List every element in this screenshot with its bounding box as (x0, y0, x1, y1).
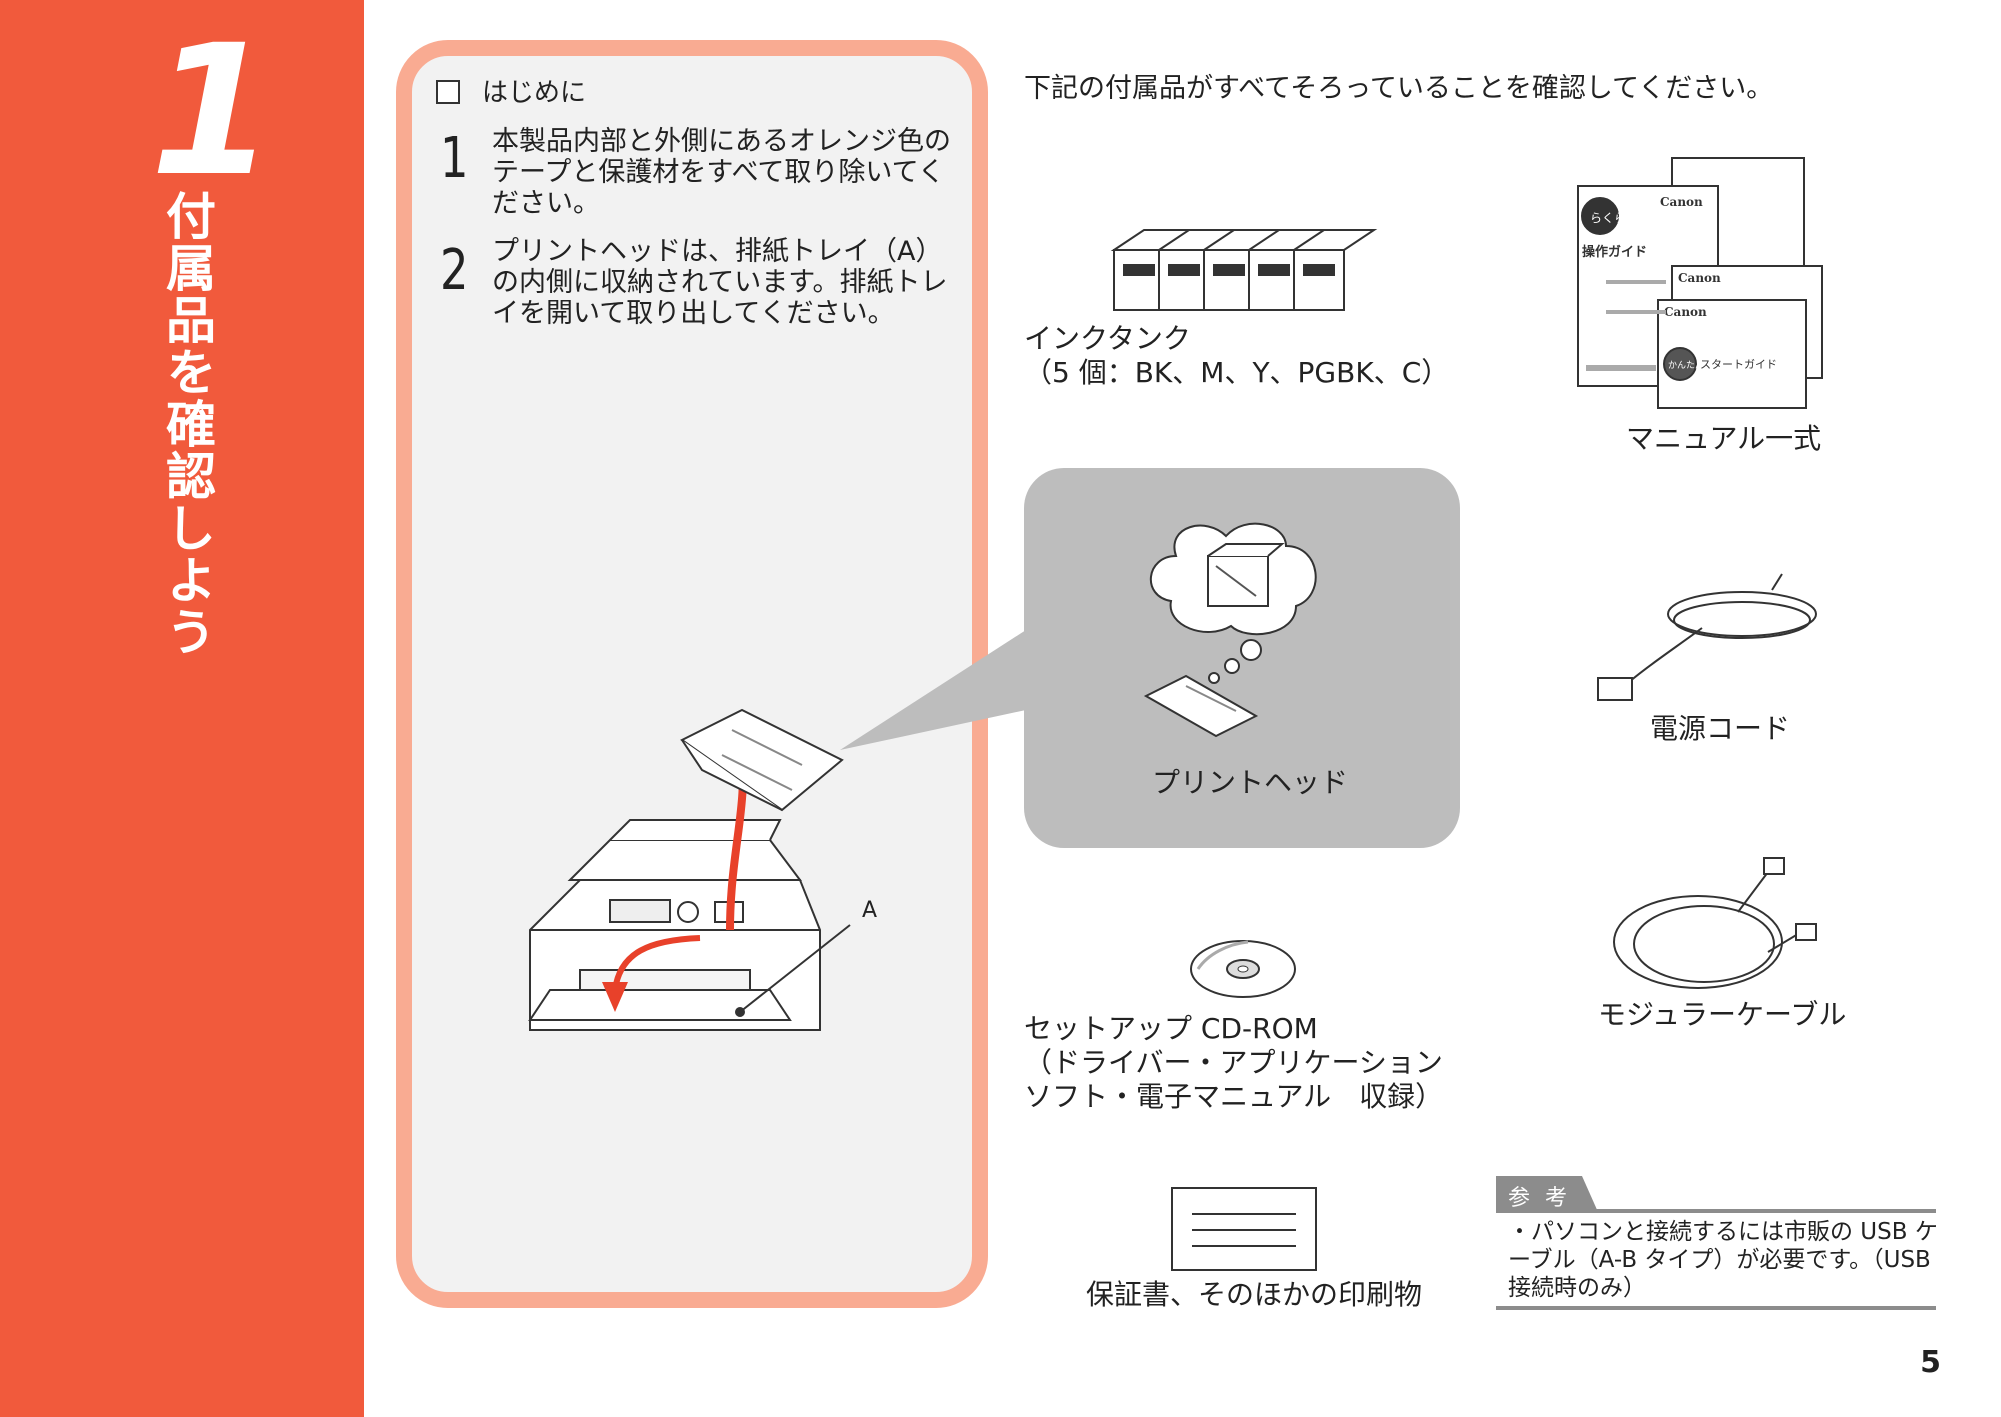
step-2-text: プリントヘッドは、排紙トレイ（A）の内側に収納されています。排紙トレイを開いて取… (492, 236, 948, 329)
reference-tab-label: 参 考 (1508, 1186, 1571, 1211)
power-cord-icon (1597, 573, 1817, 701)
modular-cable-icon (1613, 857, 1817, 989)
step-1-text: 本製品内部と外側にあるオレンジ色のテープと保護材をすべて取り除いてください。 (492, 126, 951, 219)
manual-guide-1: 操作ガイド (1582, 244, 1647, 260)
print-head-caption: プリントヘッド (1152, 766, 1349, 799)
intro-panel (396, 40, 988, 1308)
step-1-number: 1 (440, 126, 469, 191)
chapter-title: 付属品を確認しよう (158, 190, 216, 658)
ink-tank-icon (1110, 229, 1378, 311)
manual-guide-2: スタートガイド (1700, 358, 1777, 371)
reference-note: ・パソコンと接続するには市販の USB ケーブル（A-B タイプ）が必要です。（… (1508, 1219, 1938, 1301)
page-number: 5 (1920, 1345, 1941, 1380)
manuals-caption: マニュアル一式 (1626, 422, 1822, 455)
chapter-number: 1 (150, 7, 276, 216)
power-cord-caption: 電源コード (1650, 712, 1791, 745)
chapter-sidebar (0, 0, 364, 1417)
warranty-document-icon (1171, 1187, 1317, 1271)
warranty-caption: 保証書、そのほかの印刷物 (1086, 1278, 1423, 1311)
modular-cable-caption: モジュラーケーブル (1598, 998, 1847, 1031)
reference-tab (1496, 1176, 1598, 1212)
cd-rom-caption: セットアップ CD-ROM （ドライバー・アプリケーションソフト・電子マニュアル… (1024, 1012, 1444, 1113)
step-2-number: 2 (440, 238, 469, 303)
manual-badge-2: かんたん (1668, 360, 1704, 371)
ink-tank-caption: インクタンク （5 個：BK、M、Y、PGBK、C） (1024, 322, 1450, 389)
manual-set-icon: らくらく Canon 操作ガイド Canon Canon かんたん スタートガイ… (1577, 157, 1823, 409)
callout-letter-a: A (862, 898, 878, 923)
intro-label: はじめに (482, 78, 587, 108)
manual-brand-3: Canon (1664, 305, 1707, 319)
manual-brand-1: Canon (1660, 195, 1703, 209)
manual-badge: らくらく (1590, 211, 1638, 225)
main-heading: 下記の付属品がすべてそろっていることを確認してください。 (1024, 73, 1774, 104)
bubble-pointer (840, 630, 1026, 750)
reference-divider-top (1496, 1209, 1936, 1213)
cd-rom-icon (1190, 940, 1296, 998)
reference-divider-bottom (1496, 1306, 1936, 1310)
manual-brand-2: Canon (1678, 271, 1721, 285)
print-head-package-icon (680, 708, 844, 812)
intro-checkbox[interactable] (436, 80, 460, 104)
print-head-icon (1143, 522, 1317, 738)
